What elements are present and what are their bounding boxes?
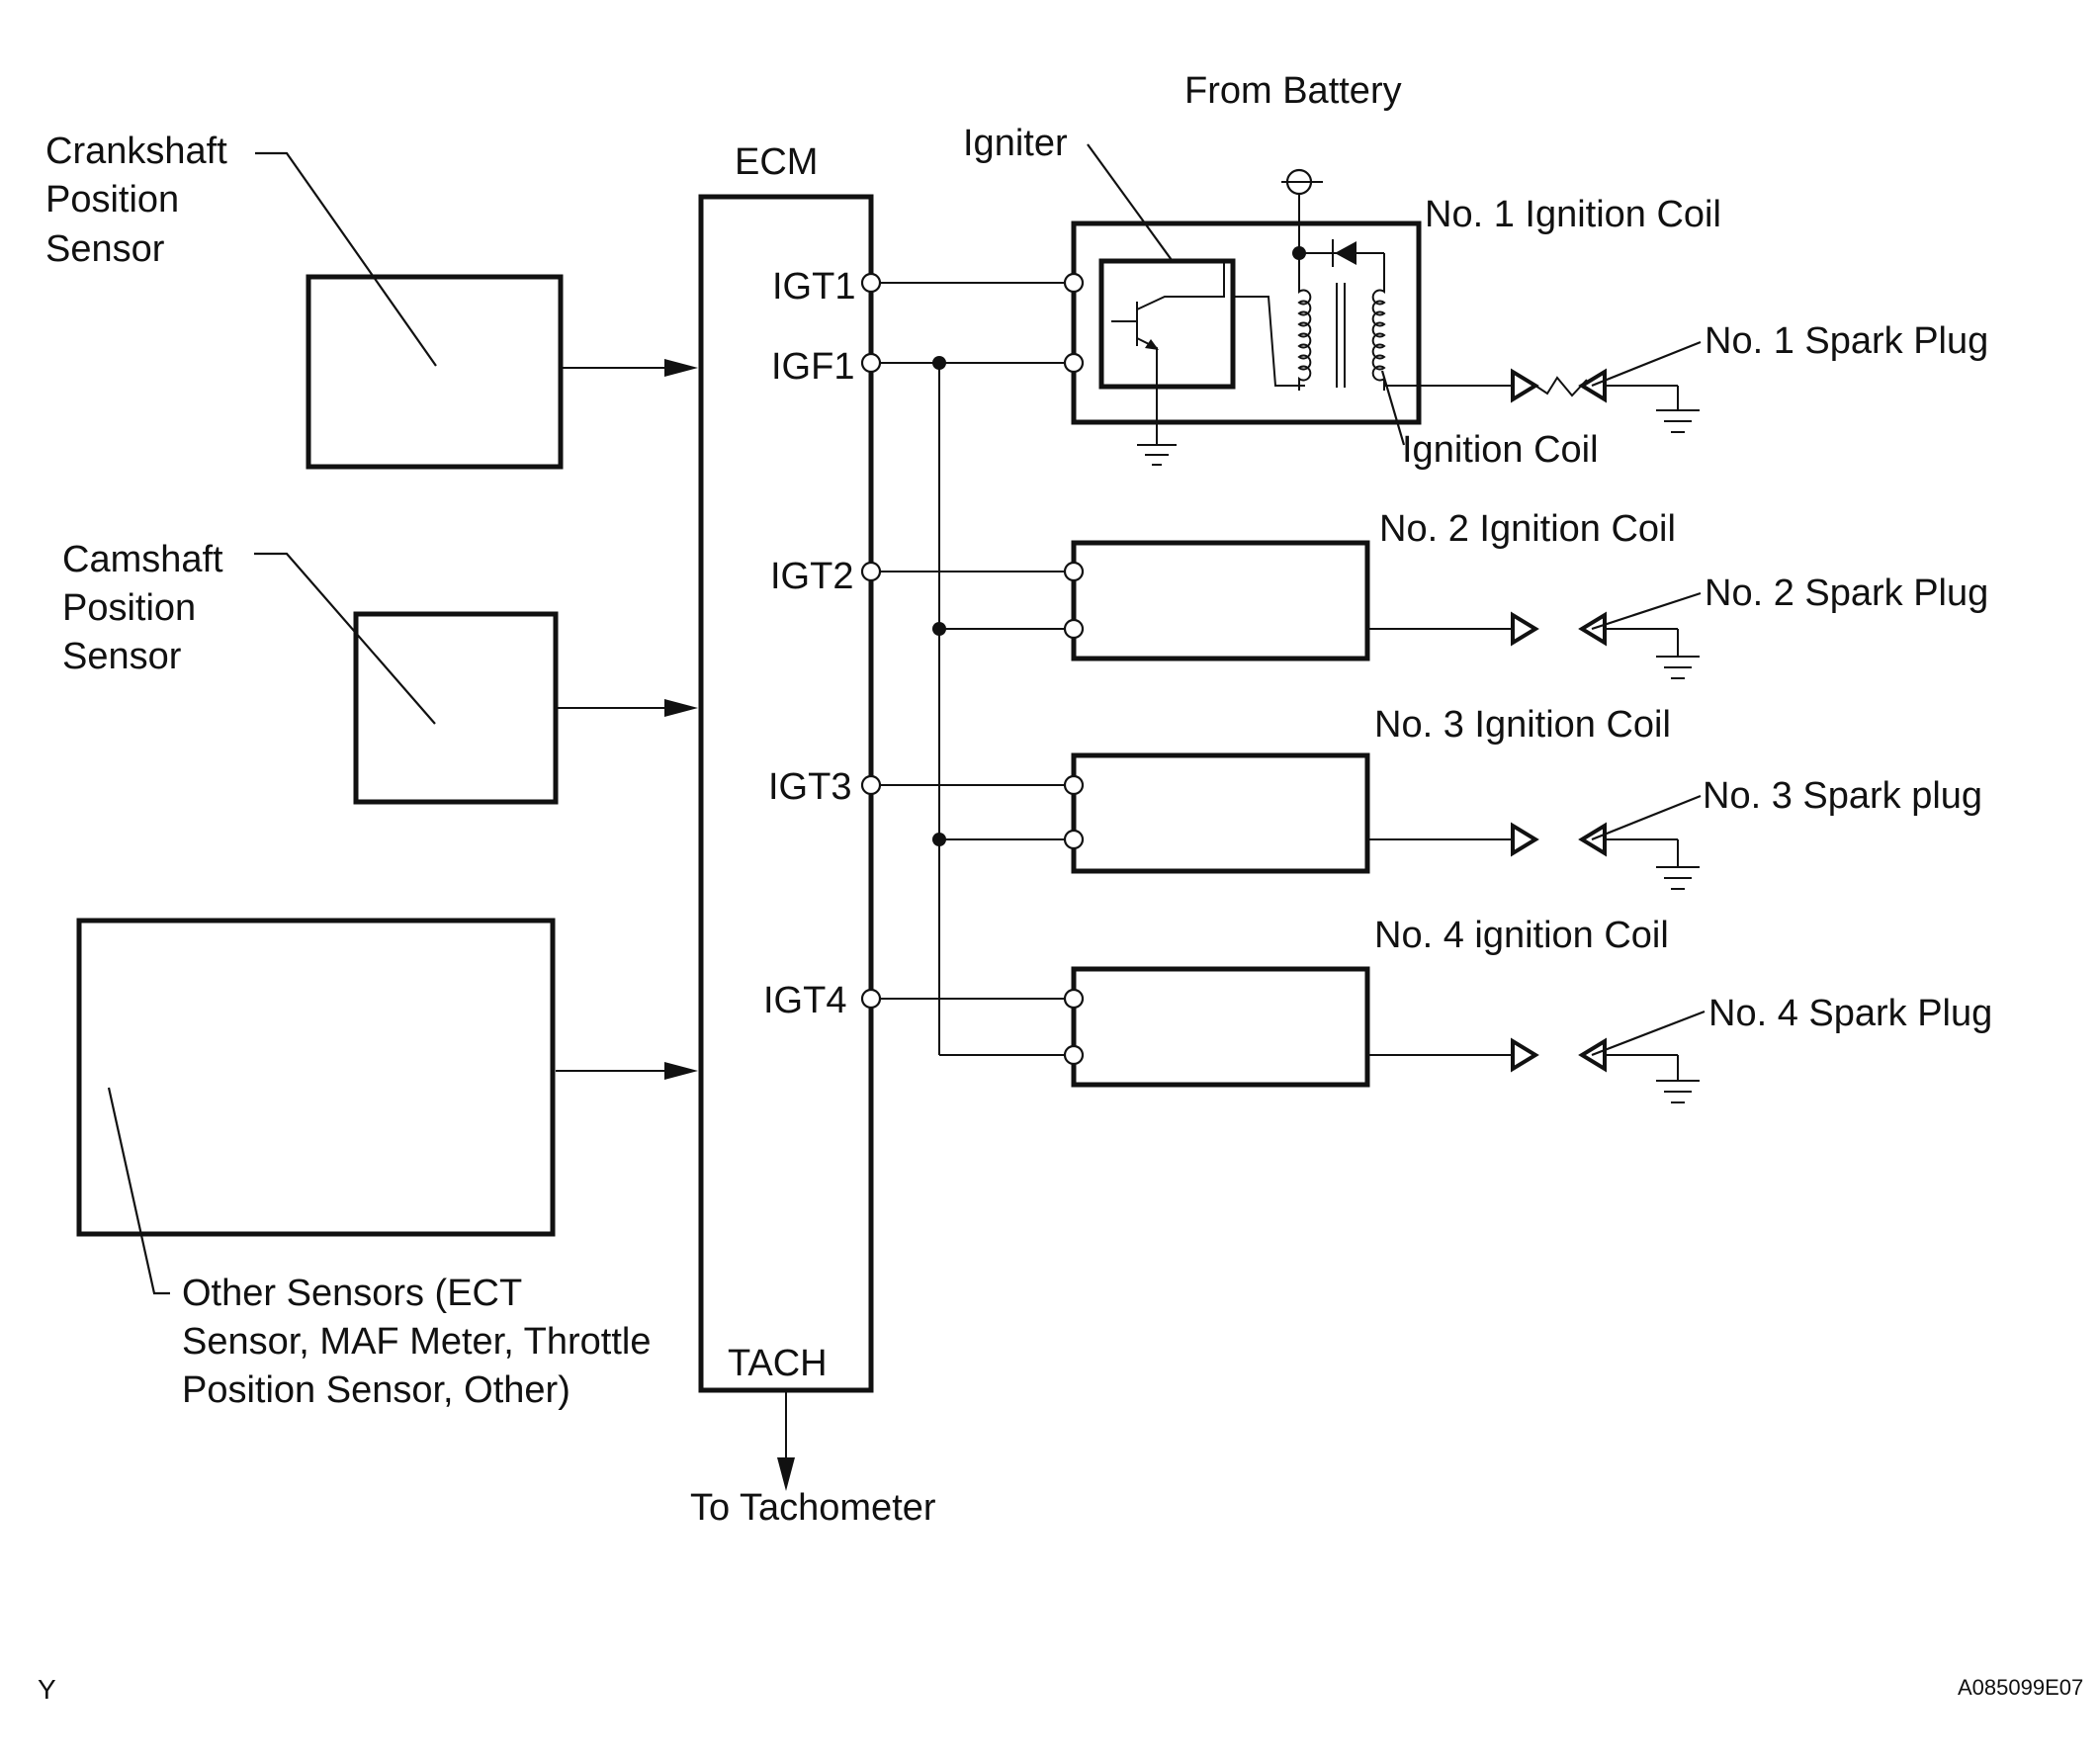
ecm-terminal-igt3 [860,774,882,796]
spark-plug2-electrode-left [1511,611,1539,647]
coil2-box [1071,540,1370,661]
coil3-terminal-igf [1063,829,1085,850]
coil2-label: No. 2 Ignition Coil [1379,508,1676,550]
crankshaft-signal-arrowhead [664,359,698,377]
coil3-box [1071,752,1370,874]
coil1-terminal-igf [1063,352,1085,374]
coil4-terminal-igt [1063,988,1085,1010]
other-sensors-box [76,918,556,1237]
transistor-emitter [1136,337,1158,445]
pin-label-igt3: IGT3 [768,766,851,808]
coil1-terminal-igt [1063,272,1085,294]
crankshaft-leader-line [255,151,437,367]
igniter-leader-line [1087,143,1173,261]
plug3-leader-line [1591,794,1702,841]
ignition-coil-label: Ignition Coil [1402,429,1599,471]
corner-label-left: Y [38,1674,56,1705]
igniter-box [1098,258,1236,390]
other-sensors-label-line2: Sensor, MAF Meter, Throttle [182,1321,651,1363]
coil1-label: No. 1 Ignition Coil [1425,194,1721,235]
other-sensors-label-line1: Other Sensors (ECT [182,1273,522,1314]
igniter-label: Igniter [963,123,1068,164]
secondary-winding-icon [1371,287,1386,391]
figure-id-label: A085099E07 [1958,1675,2083,1700]
ecm-terminal-igt1 [860,272,882,294]
ignition-coil-leader-line [1380,370,1406,446]
igniter-to-primary-wire [1233,296,1305,387]
camshaft-label-line1: Camshaft [62,539,223,580]
tach-output-arrowhead [777,1457,795,1491]
pin-label-igt2: IGT2 [770,556,853,597]
primary-bottom-wire [1298,385,1305,391]
tach-label: TACH [728,1343,828,1384]
coil4-label: No. 4 ignition Coil [1374,915,1669,956]
diode-icon [1335,241,1356,265]
crankshaft-label-line2: Position [45,179,179,220]
spark-plug1-spark-icon [1534,376,1588,397]
ecm-terminal-igt4 [860,988,882,1010]
transistor-collector [1136,261,1225,310]
plug4-label: No. 4 Spark Plug [1708,993,1992,1034]
crankshaft-sensor-box [306,274,564,470]
other-sensors-label-line3: Position Sensor, Other) [182,1369,570,1411]
coil2-terminal-igf [1063,618,1085,640]
other-sensors-signal-arrowhead [664,1062,698,1080]
pin-label-igt4: IGT4 [763,980,846,1021]
igf-junction-dot-2 [932,622,946,636]
coil3-terminal-igt [1063,774,1085,796]
camshaft-label-line2: Position [62,587,196,629]
spark-plug1-electrode-left [1511,368,1539,403]
from-battery-label: From Battery [1184,70,1402,112]
camshaft-leader-line [254,552,436,725]
plug4-leader-line [1591,1010,1706,1057]
igf-junction-dot-3 [932,833,946,846]
igf-junction-dot-1 [932,356,946,370]
crankshaft-label-line3: Sensor [45,228,165,270]
other-sensors-leader-line [107,1087,170,1295]
plug1-label: No. 1 Spark Plug [1705,320,1988,362]
camshaft-label-line3: Sensor [62,636,182,677]
plug1-leader-line [1591,340,1702,388]
ecm-terminal-igt2 [860,561,882,582]
plug2-label: No. 2 Spark Plug [1705,572,1988,614]
coil4-box [1071,966,1370,1088]
coil2-terminal-igt [1063,561,1085,582]
spark-plug3-electrode-left [1511,822,1539,857]
pin-label-igt1: IGT1 [772,266,855,308]
pin-label-igf1: IGF1 [771,346,854,388]
coil1-box [1071,220,1422,425]
camshaft-signal-arrowhead [664,699,698,717]
primary-winding-icon [1297,287,1312,391]
crankshaft-label-line1: Crankshaft [45,131,227,172]
transistor-emitter-arrow [1145,339,1159,350]
plug2-leader-line [1591,591,1702,631]
ecm-title: ECM [735,141,818,183]
spark-plug4-electrode-left [1511,1037,1539,1073]
coil4-terminal-igf [1063,1044,1085,1066]
plug3-label: No. 3 Spark plug [1703,775,1982,817]
coil3-label: No. 3 Ignition Coil [1374,704,1671,746]
camshaft-sensor-box [353,611,559,805]
ecm-terminal-igf1 [860,352,882,374]
to-tachometer-label: To Tachometer [690,1487,936,1529]
